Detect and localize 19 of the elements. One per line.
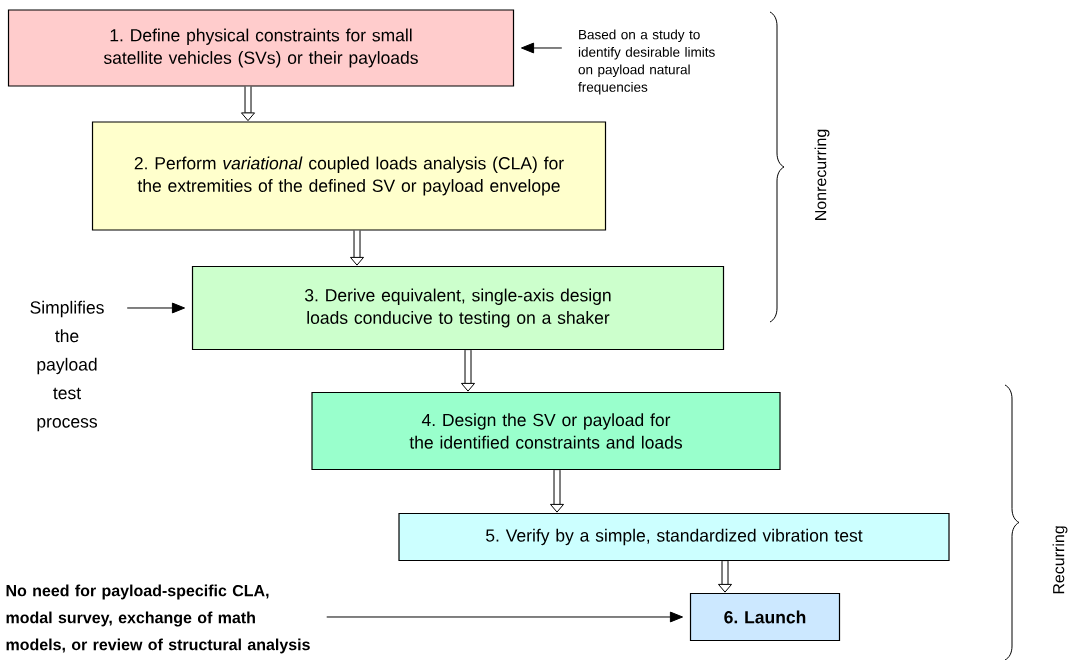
bracket-label: Recurring	[1052, 526, 1068, 594]
arrow	[521, 42, 563, 54]
process-box: 2. Perform variational coupled loads analysis (CLA) for the extremities of the defined SV or payload envelope	[91, 121, 607, 231]
process-box: 5. Verify by a simple, standardized vibration test	[398, 512, 950, 562]
double-arrow	[550, 470, 565, 513]
process-box: 1. Define physical constraints for small satellite vehicles (SVs) or their payloads	[7, 9, 515, 87]
double-arrow	[349, 230, 365, 266]
note-text: No need for payload-specific CLA, modal survey, exchange of math models, or review of structural analysis	[6, 584, 310, 654]
process-box: 4. Design the SV or payload for the identified constraints and loads	[311, 391, 781, 471]
arrow	[326, 611, 684, 623]
process-box: 3. Derive equivalent, single-axis design loads conducive to testing on a shaker	[191, 265, 725, 351]
double-arrow	[461, 350, 476, 392]
arrow	[126, 302, 186, 314]
process-box: 6. Launch	[689, 592, 841, 642]
note-text: Based on a study to identify desirable limits on payload natural frequencies	[578, 29, 715, 95]
note-text: Simplifies the payload test process	[30, 300, 104, 432]
double-arrow	[718, 561, 733, 593]
double-arrow	[240, 86, 256, 122]
bracket-label: Nonrecurring	[814, 129, 830, 220]
